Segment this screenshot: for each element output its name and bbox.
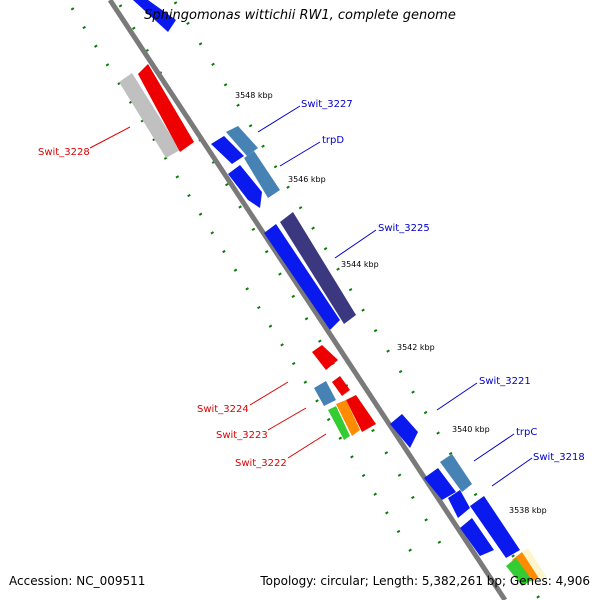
gene-label: trpC: [516, 427, 537, 438]
label-leader: [436, 382, 478, 411]
gene-arrow: [470, 496, 520, 558]
genome-summary: Topology: circular; Length: 5,382,261 bp…: [260, 574, 590, 588]
gene-arrow: [440, 454, 472, 492]
gene-arrow: [448, 490, 470, 518]
gene-arrow: [244, 151, 280, 198]
tick-label: 3546 kbp: [288, 175, 326, 184]
tick-label: 3550 kbp: [171, 4, 209, 13]
gene-label: Swit_3222: [235, 458, 287, 469]
label-leader: [334, 229, 377, 259]
gene-arrow: [460, 518, 494, 556]
gene-arrow: [336, 400, 360, 436]
gene-label: Swit_3228: [38, 147, 90, 158]
label-leader: [491, 457, 533, 487]
gene-arrow: [133, 0, 176, 32]
label-leader: [249, 381, 289, 406]
gene-arrow: [506, 558, 532, 586]
tick-label: 3540 kbp: [452, 425, 490, 434]
gene-label: Swit_3221: [479, 376, 531, 387]
tick-label: 3548 kbp: [235, 91, 273, 100]
accession-label: Accession: NC_009511: [9, 574, 146, 588]
gene-label: Swit_3224: [197, 404, 249, 415]
map-title: Sphingomonas wittichii RW1, complete gen…: [144, 8, 456, 23]
gene-arrow: [424, 468, 456, 500]
gene-arrow: [138, 64, 194, 152]
label-leader: [267, 407, 307, 431]
gene-arrow: [264, 224, 340, 330]
tick-label: 3542 kbp: [397, 343, 435, 352]
gene-arrow: [390, 414, 418, 448]
gene-arrow: [328, 406, 350, 440]
gene-arrow: [280, 212, 356, 324]
gene-arrow: [312, 345, 338, 370]
gene-label: Swit_3218: [533, 452, 585, 463]
gene-label: trpD: [322, 135, 344, 146]
gene-arrow: [332, 376, 350, 396]
gene-arrow: [211, 136, 244, 164]
tick-label: 3538 kbp: [509, 506, 547, 515]
gene-arrow: [314, 381, 336, 406]
gene-arrow: [346, 395, 376, 432]
gene-arrow: [522, 548, 546, 580]
gene-arrow: [226, 126, 258, 156]
genome-backbone: [107, 0, 508, 600]
gene-arrow: [119, 73, 180, 158]
gene-label: Swit_3223: [216, 430, 268, 441]
label-leader: [473, 433, 515, 462]
label-leader: [279, 141, 321, 167]
gene-label: Swit_3227: [301, 99, 353, 110]
gene-arrow: [512, 552, 540, 582]
gene-arrow: [228, 165, 262, 208]
label-leader: [257, 105, 301, 133]
tick-label: 3544 kbp: [341, 260, 379, 269]
label-leader: [287, 433, 327, 459]
gene-label: Swit_3225: [378, 223, 430, 234]
label-leader: [89, 126, 131, 149]
